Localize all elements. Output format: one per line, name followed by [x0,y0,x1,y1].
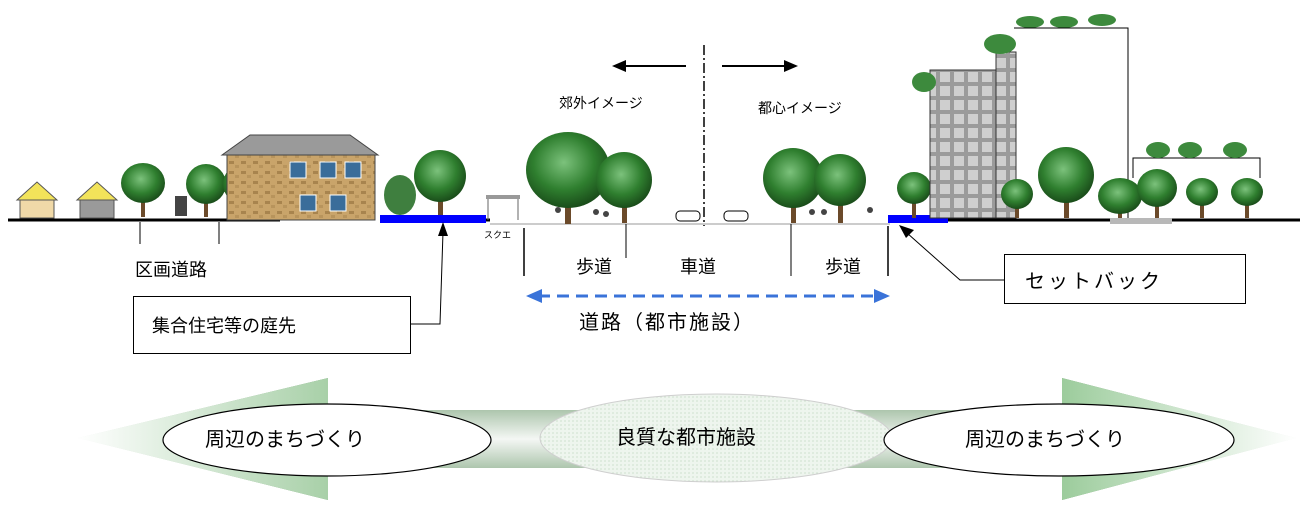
setback-callout-text: セットバック [1025,268,1163,293]
garden-callout-box: 集合住宅等の庭先 [133,296,411,354]
tree-icon [121,163,165,217]
suburban-image-label: 郊外イメージ [559,96,643,112]
road-caption: 道路（都市施設） [579,310,755,334]
setback-callout-box: セットバック [1004,254,1246,304]
left-ellipse [162,403,492,477]
building-outline [1014,27,1129,218]
apartment-building-icon [220,134,380,221]
right-ellipse-label: 周辺のまちづくり [965,427,1125,451]
bus-stop-icon [486,195,520,220]
tree-icon [763,148,823,223]
garden-leader-line [411,222,448,325]
urban-image-label: 都心イメージ [758,101,842,117]
tree-icon [1038,147,1094,218]
rooftop-greenery-icon [1146,142,1247,158]
left-direction-arrow [612,60,686,72]
low-building-outline [1132,157,1261,178]
tree-icon [897,172,931,218]
shrub-icon [384,175,416,215]
tree-icon [526,132,610,224]
tree-icon [414,150,466,216]
car-icon [723,210,749,222]
car-icon [675,210,701,222]
small-house-icon [75,181,119,219]
tree-icon [1186,178,1218,218]
sidewalk-left-label: 歩道 [576,257,612,278]
high-rise-building-icon [929,51,1017,219]
tree-icon [1137,169,1177,218]
tree-icon [1001,179,1033,218]
tree-icon [186,164,226,217]
roadway-label: 車道 [680,257,716,278]
tree-icon [596,152,652,223]
right-ellipse [883,403,1235,477]
small-house-icon [15,181,59,219]
tree-icon [814,154,866,223]
right-direction-arrow [722,60,798,72]
sign-text: スクエ [484,230,511,241]
pedestrian-icon [555,207,609,217]
garden-setback-band [380,215,486,223]
tree-icon [1098,178,1142,218]
setback-band [888,215,948,223]
vending-machine-icon [175,196,187,216]
plaza-strip [1110,218,1172,224]
rooftop-greenery-icon [912,14,1116,92]
garden-callout-text: 集合住宅等の庭先 [152,316,296,337]
section-road-label: 区画道路 [135,260,207,281]
sidewalk-right-label: 歩道 [825,257,861,278]
tree-icon [1231,178,1263,218]
road-width-arrow [526,289,890,303]
pedestrian-icon [809,207,873,215]
center-ellipse-label: 良質な都市施設 [616,425,756,449]
setback-leader-line [899,225,1004,281]
left-ellipse-label: 周辺のまちづくり [205,427,365,451]
